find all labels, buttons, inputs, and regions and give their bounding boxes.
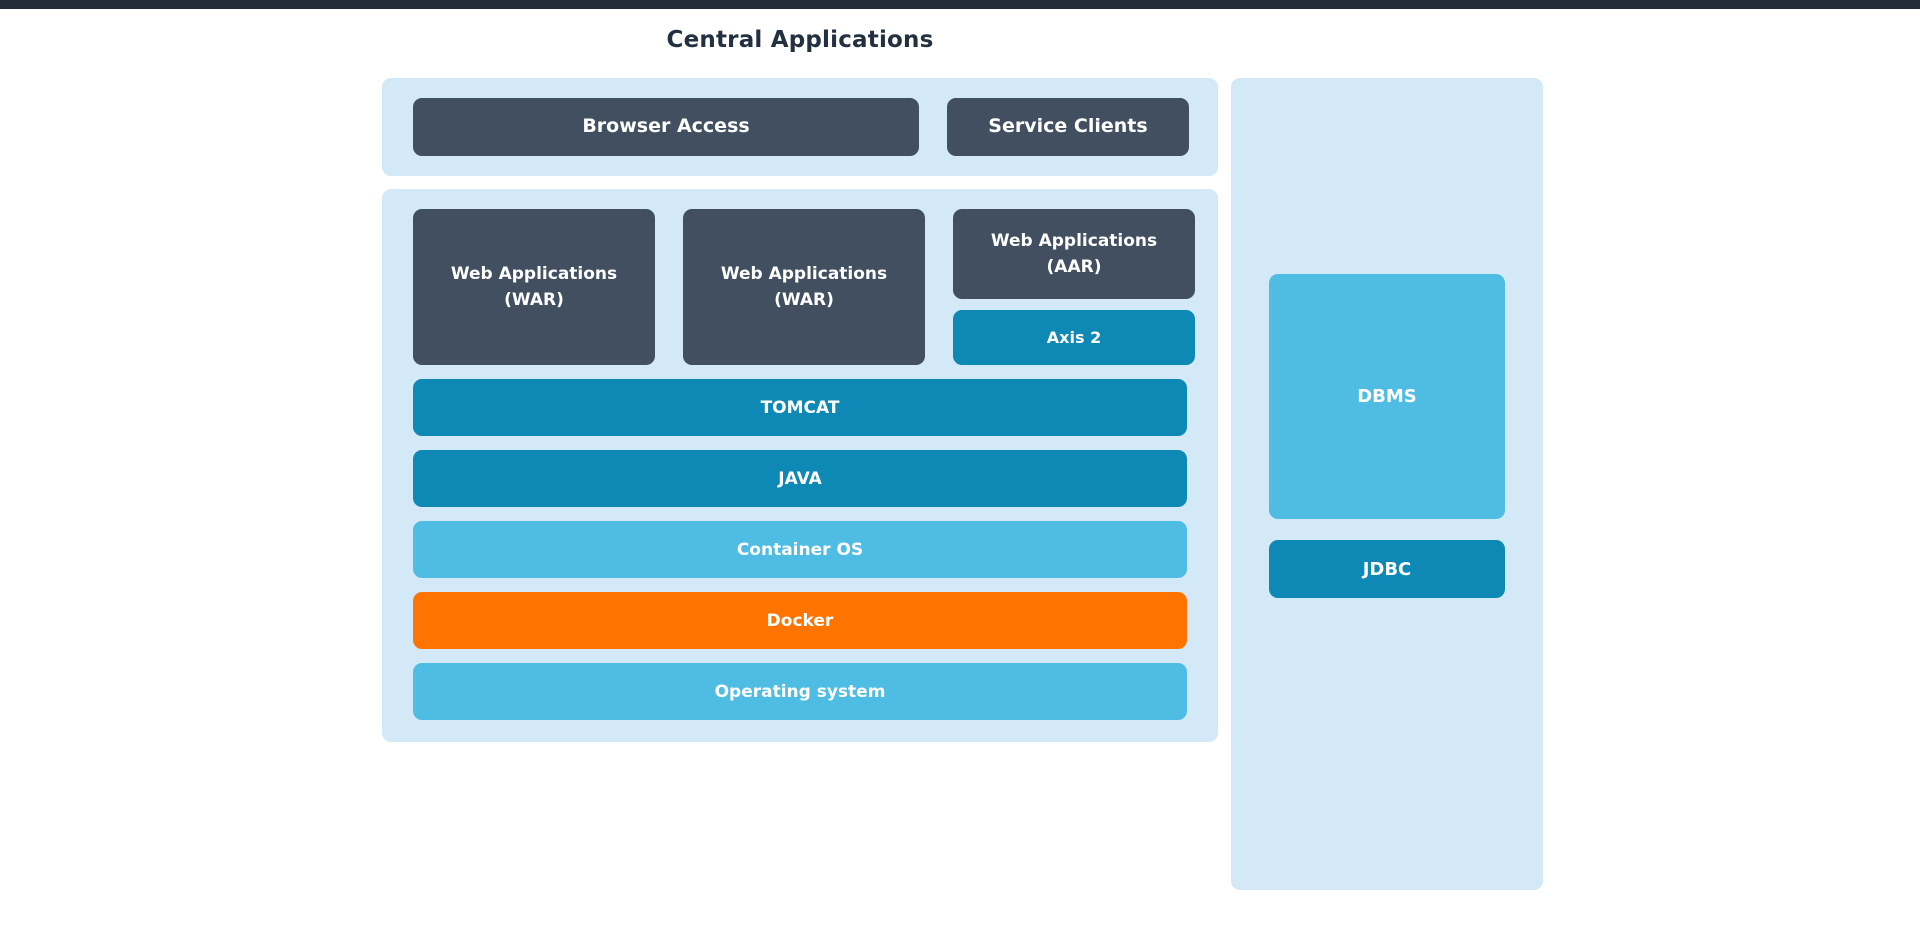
browser-access-box[interactable]: Browser Access xyxy=(413,98,919,156)
dbms-box[interactable]: DBMS xyxy=(1269,274,1505,519)
service-clients-box[interactable]: Service Clients xyxy=(947,98,1189,156)
applications-row: Web Applications (WAR) Web Applications … xyxy=(413,209,1195,365)
operating-system-bar[interactable]: Operating system xyxy=(413,663,1187,720)
web-applications-aar-box[interactable]: Web Applications (AAR) xyxy=(953,209,1195,299)
aar-stack: Web Applications (AAR) Axis 2 xyxy=(953,209,1195,365)
war-box-2-line2: (WAR) xyxy=(774,290,834,310)
web-applications-war-box-1[interactable]: Web Applications (WAR) xyxy=(413,209,655,365)
web-applications-war-box-2[interactable]: Web Applications (WAR) xyxy=(683,209,925,365)
tomcat-bar[interactable]: TOMCAT xyxy=(413,379,1187,436)
database-panel: DBMS JDBC xyxy=(1231,78,1543,890)
central-applications-column: Browser Access Service Clients Web Appli… xyxy=(382,78,1218,742)
aar-box-line1: Web Applications xyxy=(990,230,1158,251)
jdbc-bar[interactable]: JDBC xyxy=(1269,540,1505,598)
axis2-bar[interactable]: Axis 2 xyxy=(953,310,1195,365)
war-box-2-line1: Web Applications xyxy=(720,263,888,284)
docker-bar[interactable]: Docker xyxy=(413,592,1187,649)
java-bar[interactable]: JAVA xyxy=(413,450,1187,507)
war-box-1-line2: (WAR) xyxy=(504,290,564,310)
aar-box-line2: (AAR) xyxy=(1046,257,1102,277)
clients-panel: Browser Access Service Clients xyxy=(382,78,1218,176)
top-accent-bar xyxy=(0,0,1920,9)
platform-stack-panel: Web Applications (WAR) Web Applications … xyxy=(382,189,1218,742)
page-title: Central Applications xyxy=(666,27,934,53)
container-os-bar[interactable]: Container OS xyxy=(413,521,1187,578)
war-box-1-line1: Web Applications xyxy=(450,263,618,284)
